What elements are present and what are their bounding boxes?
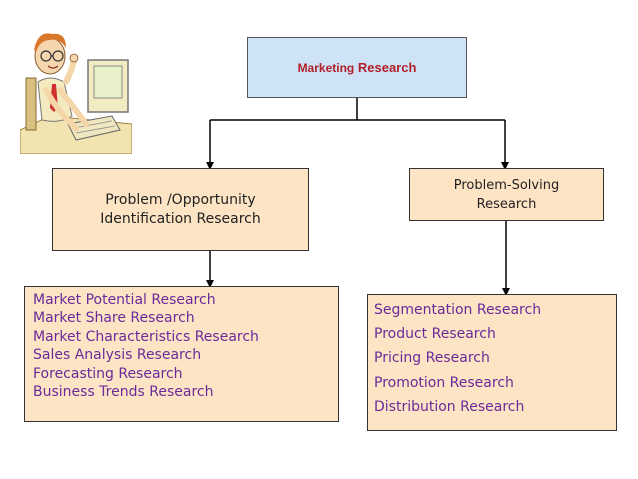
list-item: Market Characteristics Research <box>33 328 259 345</box>
list-item: Product Research <box>374 326 496 343</box>
list-item: Market Potential Research <box>33 292 216 308</box>
list-item: Pricing Research <box>374 350 490 367</box>
list-problem-solving-types: Segmentation Research Product Research P… <box>367 294 617 431</box>
list-item: Market Share Research <box>33 310 195 327</box>
node-right-title-line1: Problem-Solving <box>453 177 560 193</box>
node-left-title-line2: Identification Research <box>100 210 261 227</box>
node-problem-identification-research: Problem /Opportunity Identification Rese… <box>52 168 309 251</box>
list-item: Distribution Research <box>374 398 525 415</box>
root-node-label-post: Research <box>357 60 417 75</box>
list-item: Segmentation Research <box>374 302 542 318</box>
root-node-marketing-research: Marketing Research <box>247 37 467 98</box>
list-item: Sales Analysis Research <box>33 347 202 364</box>
node-right-title-line2: Research <box>476 196 537 212</box>
node-left-title-line1: Problem /Opportunity <box>105 191 256 208</box>
node-problem-solving-research: Problem-Solving Research <box>409 168 604 221</box>
man-at-computer-icon <box>20 33 132 154</box>
list-problem-identification-types: Market Potential Research Market Share R… <box>24 286 339 422</box>
list-item: Promotion Research <box>374 374 514 391</box>
list-item: Business Trends Research <box>33 384 214 401</box>
root-node-label-pre: Marketing <box>297 60 355 75</box>
list-item: Forecasting Research <box>33 365 183 382</box>
